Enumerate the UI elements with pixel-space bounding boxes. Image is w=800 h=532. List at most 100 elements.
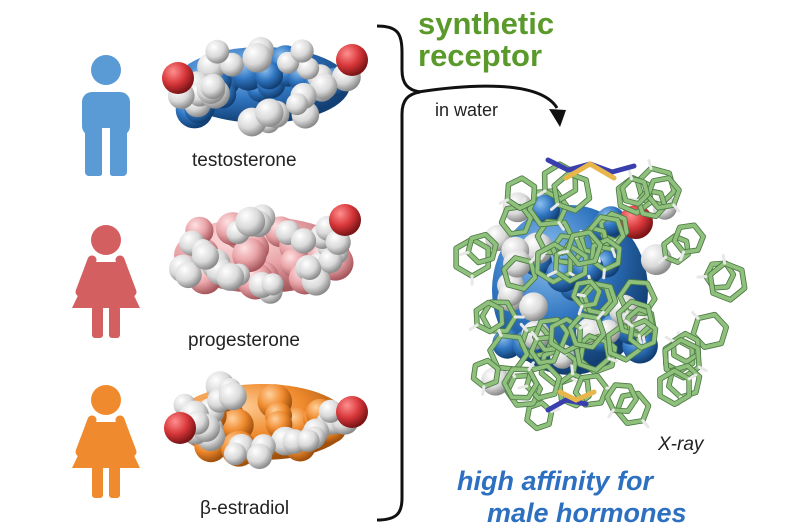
- arrow-curve: [417, 84, 559, 109]
- framework-hydrogen: [696, 275, 708, 279]
- person-torso: [82, 92, 130, 136]
- oxygen-atom: [162, 62, 194, 94]
- hydrogen-atom: [175, 261, 202, 289]
- progesterone-molecule: [169, 204, 361, 304]
- guest-hydrogen: [519, 292, 548, 322]
- hydrogen-atom: [235, 206, 266, 237]
- estradiol-molecule: [164, 371, 368, 469]
- hydrogen-atom: [298, 257, 322, 280]
- framework-hydrogen: [697, 365, 708, 373]
- framework-hydrogen: [519, 322, 528, 332]
- framework-hydrogen: [578, 322, 589, 330]
- framework-hydrogen: [558, 250, 569, 255]
- hydrogen-atom: [246, 443, 273, 469]
- person-arm: [115, 415, 137, 457]
- curly-brace: [376, 24, 421, 522]
- person-arm: [115, 255, 137, 297]
- oxygen-atom: [329, 204, 361, 236]
- hydrogen-atom: [296, 429, 320, 452]
- person-arm: [75, 415, 97, 457]
- framework-hydrogen: [517, 384, 529, 390]
- framework-hydrogen: [481, 385, 486, 396]
- framework-hydrogen: [691, 311, 700, 320]
- hydrogen-atom: [242, 43, 273, 73]
- hydrogen-atom: [218, 382, 247, 411]
- framework-ring: [662, 234, 691, 265]
- bottom-linker-nitrogen: [545, 397, 589, 413]
- framework-hydrogen: [557, 221, 565, 231]
- hydrogen-atom: [310, 73, 338, 100]
- framework-hydrogen: [607, 408, 615, 419]
- guest-hydrogen: [521, 232, 553, 265]
- testosterone-molecule: [162, 37, 368, 137]
- person-arm: [75, 255, 97, 297]
- framework-hydrogen: [721, 253, 727, 265]
- framework-hydrogen: [627, 169, 633, 181]
- hydrogen-atom: [318, 399, 342, 423]
- hydrogen-atom: [205, 39, 230, 64]
- hydrogen-atom: [223, 442, 247, 466]
- hydrogen-atom: [290, 39, 314, 63]
- person-leg: [85, 128, 103, 176]
- framework-ring: [502, 255, 537, 291]
- framework-hydrogen: [577, 304, 584, 316]
- condition-label: in water: [435, 100, 499, 120]
- framework-hydrogen: [687, 373, 698, 381]
- conclusion-line1: high affinity for: [457, 466, 653, 496]
- framework-ring: [616, 175, 653, 215]
- carbon-atom: [232, 237, 267, 273]
- framework-hydrogen: [621, 310, 629, 321]
- framework-ring: [525, 400, 554, 431]
- framework-hydrogen: [679, 250, 685, 262]
- female-person-icon: [72, 225, 140, 338]
- framework-ring: [565, 230, 603, 267]
- hydrogen-atom: [297, 57, 320, 80]
- framework-hydrogen: [629, 197, 640, 203]
- person-leg: [109, 128, 127, 176]
- bottom-linker-bridge: [557, 389, 597, 403]
- framework-hydrogen: [570, 364, 575, 376]
- molecule-label-testosterone: testosterone: [192, 150, 297, 171]
- framework-hydrogen: [550, 202, 560, 211]
- hydrogen-atom: [216, 263, 245, 291]
- molecule-label-progesterone: progesterone: [188, 330, 300, 351]
- framework-hydrogen: [637, 334, 643, 345]
- framework-hydrogen: [657, 255, 668, 264]
- framework-hydrogen: [602, 268, 606, 280]
- framework-ring: [571, 279, 602, 309]
- person-head: [91, 55, 121, 85]
- method-label: X-ray: [658, 434, 704, 455]
- hydrogen-atom: [325, 229, 351, 255]
- conclusion-line2: male hormones: [487, 498, 687, 528]
- framework-hydrogen: [672, 203, 681, 213]
- framework-hydrogen: [527, 361, 535, 372]
- person-leg: [92, 466, 103, 498]
- framework-ring: [646, 176, 681, 210]
- framework-ring: [474, 300, 505, 334]
- framework-hydrogen: [664, 335, 675, 343]
- framework-ring: [532, 317, 570, 352]
- oxygen-atom: [336, 396, 368, 428]
- person-head: [91, 225, 121, 255]
- framework-hydrogen: [575, 292, 586, 298]
- framework-hydrogen: [607, 357, 619, 363]
- framework-hydrogen: [547, 270, 558, 277]
- framework-hydrogen: [647, 159, 653, 170]
- framework-hydrogen: [498, 198, 509, 205]
- framework-ring: [708, 261, 747, 302]
- framework-hydrogen: [641, 419, 650, 429]
- framework-hydrogen: [596, 310, 605, 320]
- hydrogen-atom: [192, 242, 219, 270]
- framework-hydrogen: [458, 250, 470, 257]
- female-person-icon: [72, 385, 140, 498]
- hydrogen-atom: [261, 273, 284, 296]
- hydrogen-atom: [200, 74, 226, 100]
- person-leg: [109, 466, 120, 498]
- hydrogen-atom: [318, 248, 343, 273]
- person-leg: [109, 306, 120, 338]
- framework-ring: [466, 232, 498, 265]
- framework-hydrogen: [530, 331, 539, 341]
- hydrogen-atom: [255, 98, 284, 127]
